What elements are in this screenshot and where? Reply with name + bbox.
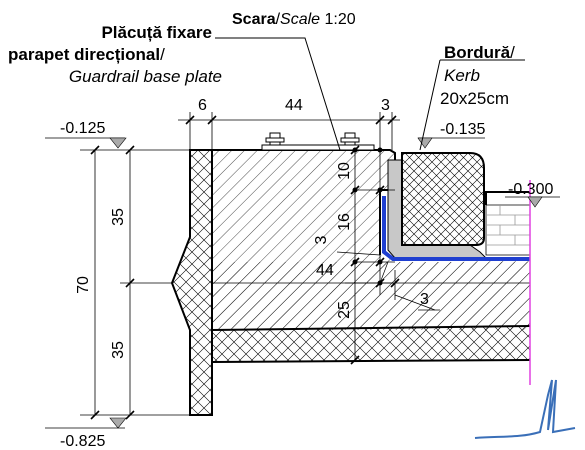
dim-top-6: 6: [198, 97, 207, 114]
dim-44-inner: 44: [316, 262, 334, 279]
dim-3-small: 3: [313, 235, 330, 244]
svg-text:parapet direcțional/: parapet direcțional/: [8, 45, 165, 64]
label-leaders: [215, 37, 525, 151]
beam-bottom-line: [211, 359, 531, 363]
precast-edge-element: [170, 149, 213, 416]
waterproofing-membrane: [382, 196, 530, 261]
scale-word: Scara: [232, 11, 276, 28]
plate-label-en: Guardrail base plate: [69, 67, 222, 86]
dim-35-bottom: 35: [110, 341, 127, 359]
deck-beam-band: [212, 326, 530, 362]
kerb-label-ro: Bordură: [444, 43, 511, 62]
svg-text:Bordură/: Bordură/: [444, 43, 515, 62]
level-top-right: -0.135: [440, 121, 485, 138]
svg-text:Scara/Scale 1:20: Scara/Scale 1:20: [232, 11, 356, 28]
dim-top-3: 3: [381, 97, 390, 114]
signature: [474, 379, 576, 439]
dim-3-right: 3: [420, 291, 429, 308]
kerb-size: 20x25cm: [440, 89, 509, 108]
dim-70: 70: [75, 276, 92, 294]
dim-top-44: 44: [285, 97, 303, 114]
kerb-label-en: Kerb: [444, 66, 480, 85]
guardrail-base-plate: [261, 132, 375, 151]
dim-35-top: 35: [110, 208, 127, 226]
joint-line: [211, 325, 531, 331]
deck-slab-hatch: [212, 262, 530, 330]
dim-16: 16: [336, 213, 353, 231]
plate-label-ro-2: parapet direcțional: [8, 45, 160, 64]
asphalt-layer: [485, 204, 531, 256]
kerb-block: [401, 152, 485, 246]
level-road: -0.300: [508, 181, 553, 198]
level-top-left: -0.125: [60, 120, 105, 137]
dim-25: 25: [336, 301, 353, 319]
scale-word-en: Scale: [280, 11, 320, 28]
level-bottom: -0.825: [60, 433, 105, 450]
asphalt-brick-pattern: [486, 205, 530, 246]
dim-10: 10: [336, 162, 353, 180]
dimension-lines: [80, 112, 440, 416]
plate-label-ro-1: Plăcuță fixare: [101, 23, 212, 42]
scale-ratio: 1:20: [325, 11, 356, 28]
